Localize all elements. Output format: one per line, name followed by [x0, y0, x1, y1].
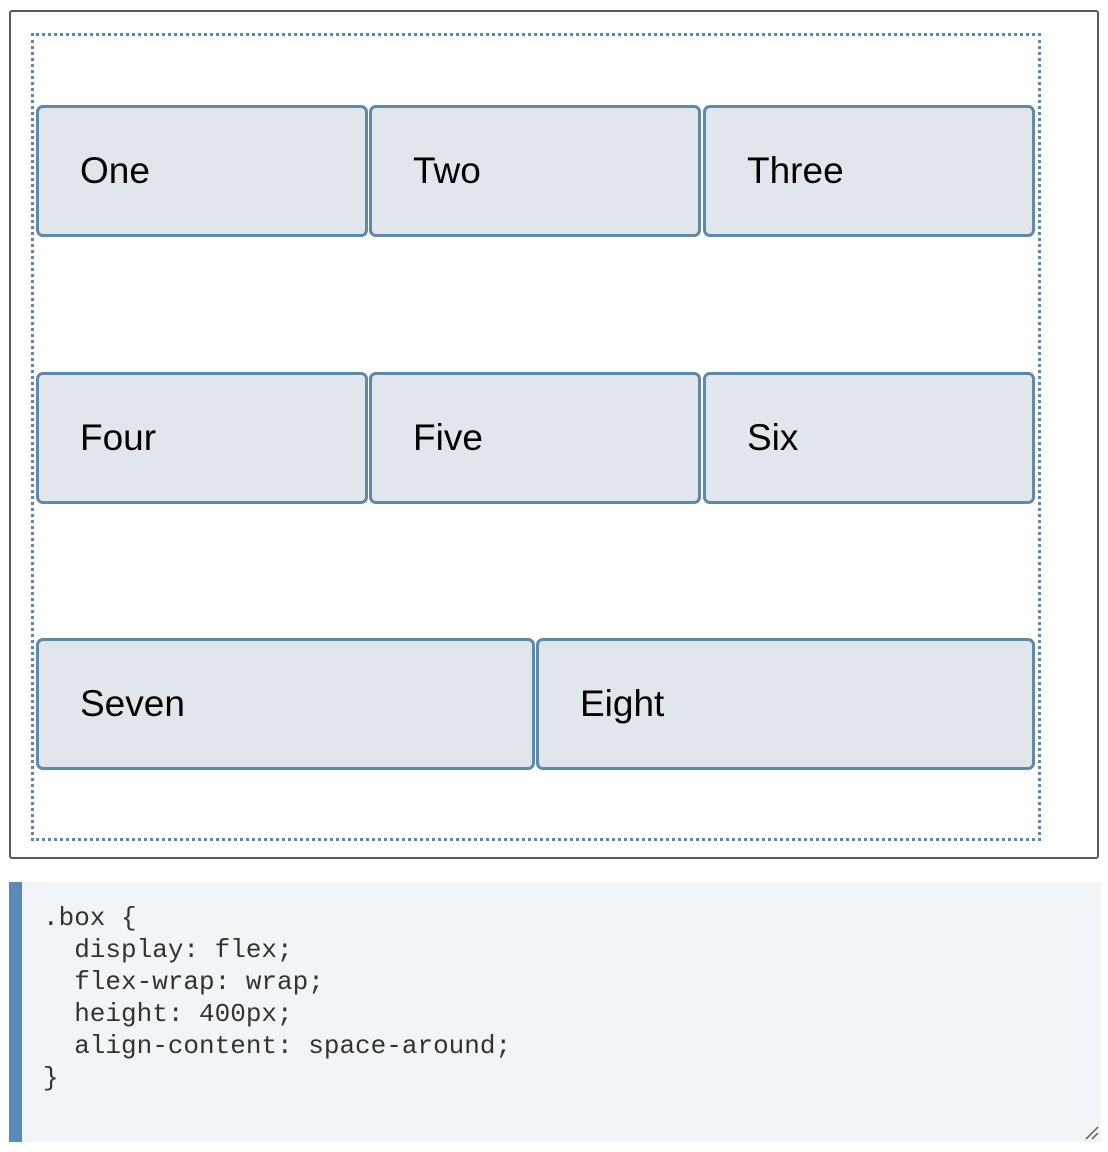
code-line: }	[43, 1063, 59, 1093]
flex-item-two: Two	[369, 105, 701, 237]
flex-item-label: One	[80, 150, 150, 191]
flex-item-four: Four	[36, 372, 368, 504]
code-line: display: flex;	[43, 935, 293, 965]
code-line: align-content: space-around;	[43, 1031, 512, 1061]
css-code-editor[interactable]: .box { display: flex; flex-wrap: wrap; h…	[9, 882, 1101, 1142]
css-code-text[interactable]: .box { display: flex; flex-wrap: wrap; h…	[43, 902, 511, 1094]
code-line: height: 400px;	[43, 999, 293, 1029]
flex-item-six: Six	[703, 372, 1035, 504]
flex-item-label: Four	[80, 417, 157, 458]
code-line: flex-wrap: wrap;	[43, 967, 324, 997]
flex-item-label: Eight	[580, 683, 665, 724]
resize-grip-icon[interactable]	[1083, 1124, 1099, 1140]
flex-container-box: One Two Three Four Five Six Seven Eight	[31, 33, 1041, 841]
flex-item-eight: Eight	[536, 638, 1035, 770]
flex-item-label: Three	[747, 150, 844, 191]
flex-item-three: Three	[703, 105, 1035, 237]
flex-item-five: Five	[369, 372, 701, 504]
preview-frame: One Two Three Four Five Six Seven Eight	[9, 10, 1099, 859]
flex-item-label: Seven	[80, 683, 185, 724]
flex-item-label: Five	[413, 417, 483, 458]
flex-item-one: One	[36, 105, 368, 237]
flex-item-seven: Seven	[36, 638, 535, 770]
flex-item-label: Two	[413, 150, 481, 191]
flex-item-label: Six	[747, 417, 799, 458]
code-line: .box {	[43, 903, 137, 933]
